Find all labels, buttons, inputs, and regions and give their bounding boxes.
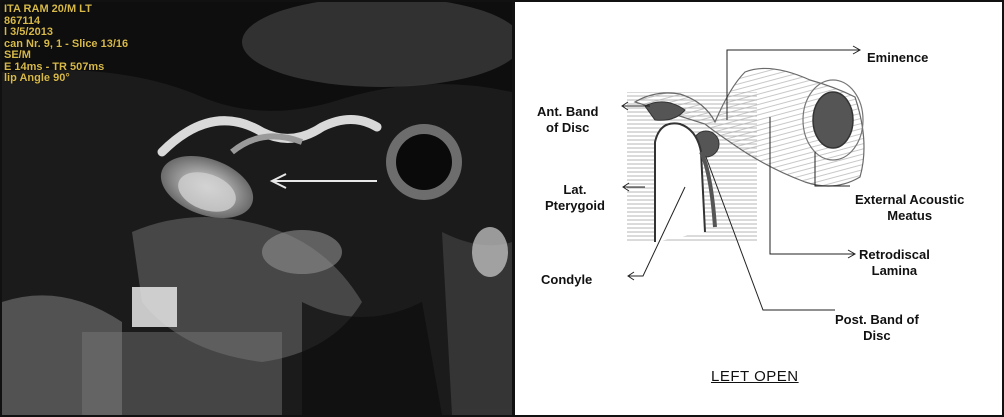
label-ant-band-of-disc: Ant. Band of Disc [537,104,598,136]
label-retrodiscal-lamina: Retrodiscal Lamina [859,247,930,279]
label-lat-pterygoid: Lat. Pterygoid [545,182,605,214]
label-condyle: Condyle [541,272,592,288]
mri-metadata-overlay: ITA RAM 20/M LT 867114 l 3/5/2013 can Nr… [4,4,128,85]
label-external-acoustic-meatus: External Acoustic Meatus [855,192,964,224]
diagram-caption: LEFT OPEN [711,368,799,385]
mri-overlay-line: ITA RAM 20/M LT [4,4,128,16]
mri-overlay-line: SE/M [4,50,128,62]
condyle-shape [655,123,705,242]
label-eminence: Eminence [867,50,928,66]
mri-overlay-line: l 3/5/2013 [4,27,128,39]
mri-overlay-line: lip Angle 90° [4,73,128,85]
label-post-band-of-disc: Post. Band of Disc [835,312,919,344]
external-acoustic-meatus-shape [813,92,853,148]
tmj-sketch-panel: Eminence Ant. Band of Disc Lat. Pterygoi… [515,2,1002,415]
